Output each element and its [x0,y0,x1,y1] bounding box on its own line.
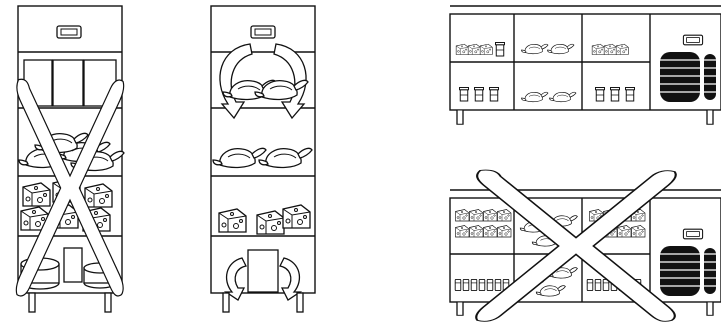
chicken-icon [213,80,312,167]
container-icon [24,60,116,106]
counter-legs [457,110,713,124]
airflow-arrow-icon [220,44,306,118]
cabinet-legs [29,293,111,312]
cabinet-correct-panel [211,6,315,312]
container-icon [248,250,278,292]
controller-display-icon [57,26,81,38]
cabinet-overloaded-panel [16,6,124,312]
fan-grille-icon [660,52,716,102]
counter-correct-panel [450,6,721,124]
controller-display-icon [251,26,275,38]
controller-display-icon [683,35,702,45]
controller-display-icon [683,229,702,239]
cross-mark-icon [476,170,675,321]
chicken-icon [19,133,124,170]
fan-grille-icon [660,246,716,296]
cheese-icon [219,205,310,234]
counter-overloaded-panel [450,170,721,321]
chicken-icon [522,44,577,102]
